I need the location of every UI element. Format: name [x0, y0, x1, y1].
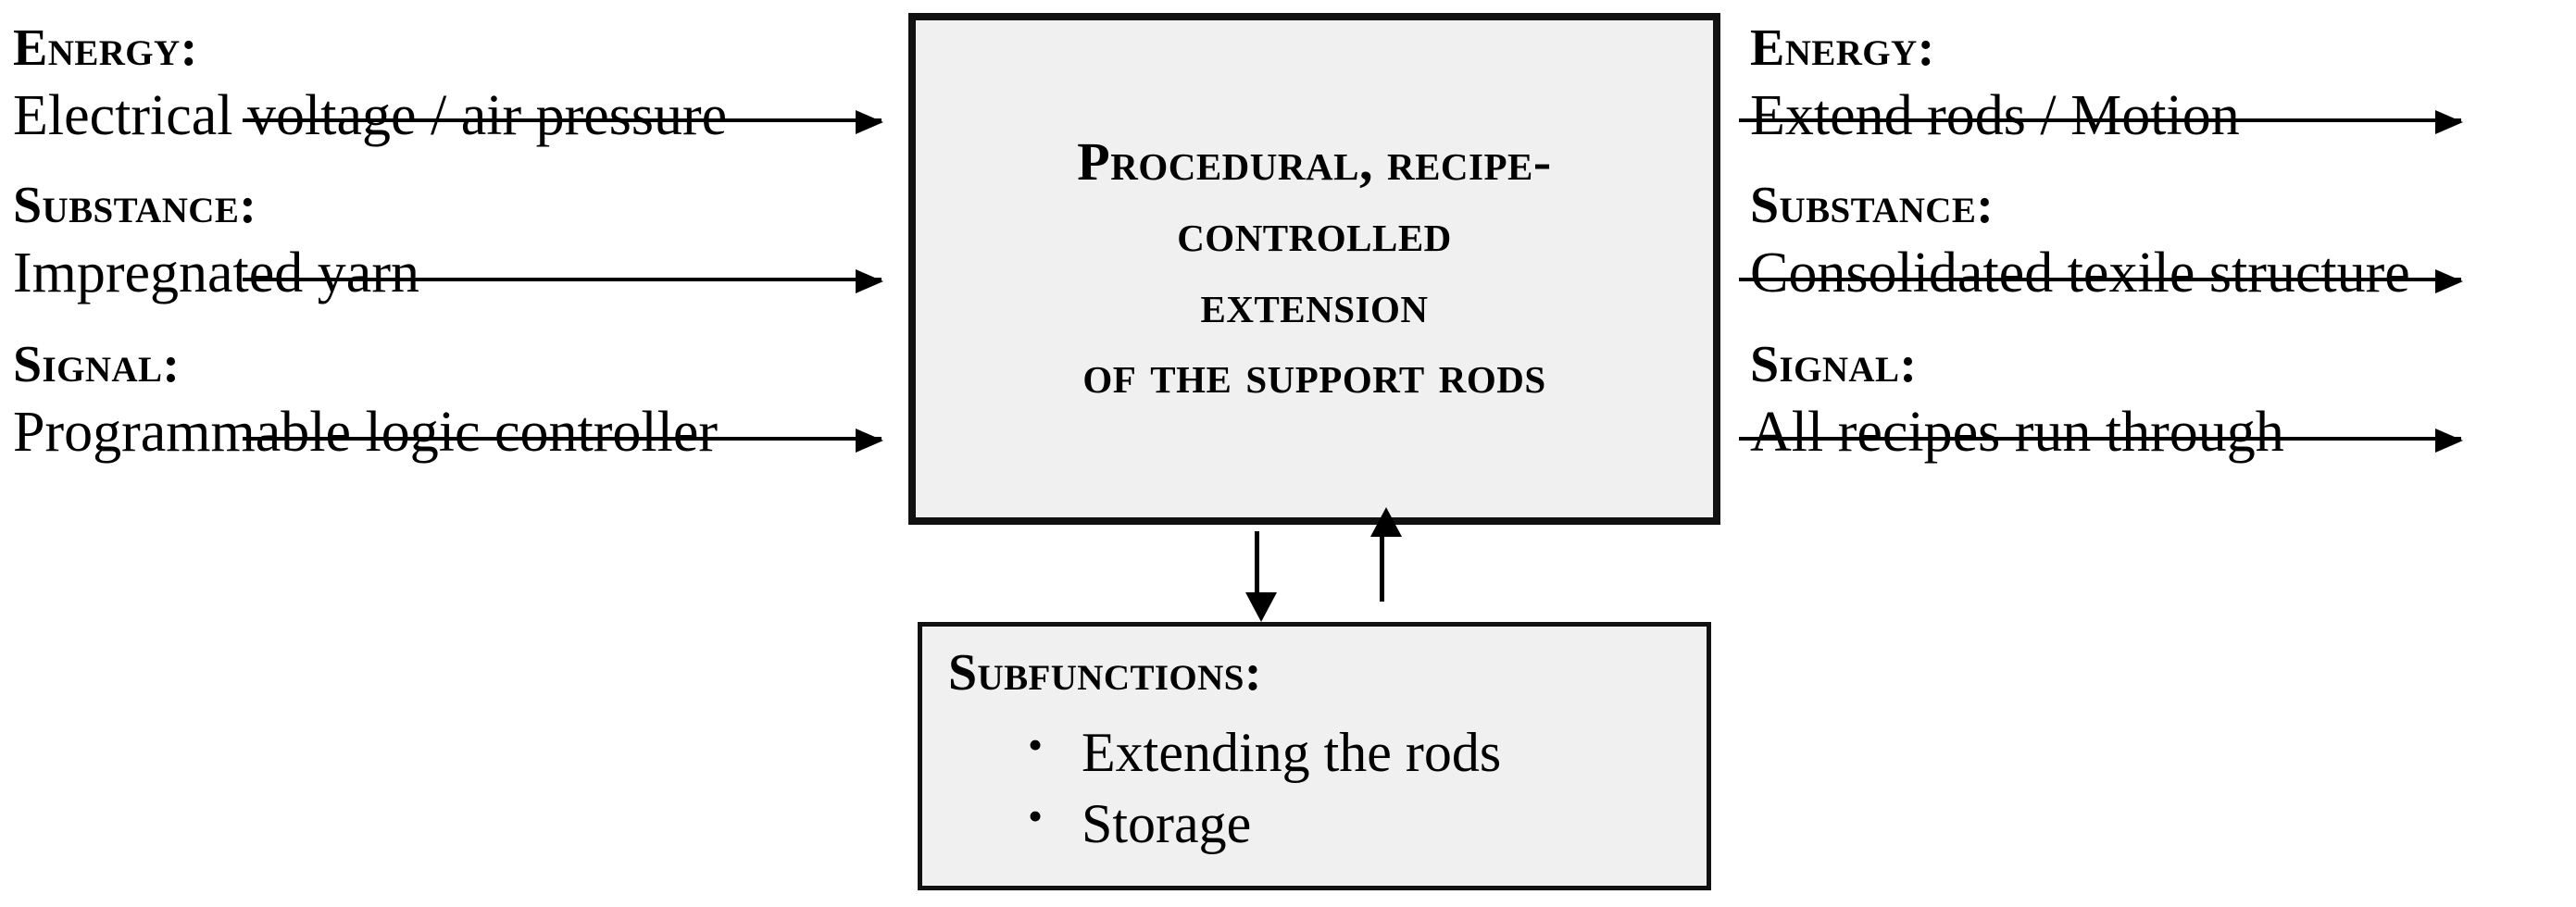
input-energy-arrow: [243, 110, 883, 134]
subfunctions-title: Subfunctions:: [948, 644, 1262, 702]
output-energy-title: Energy:: [1750, 19, 1935, 77]
main-box-line-4: of the support rods: [1082, 344, 1546, 405]
main-function-box-text: Procedural, recipe- controlled extension…: [1045, 127, 1582, 410]
subfunctions-list-item: Extending the rods: [1028, 715, 1707, 789]
input-signal-value: Programmable logic controller: [13, 401, 718, 464]
main-box-line-3: extension: [1200, 273, 1429, 334]
main-box-line-1: Procedural, recipe-: [1077, 131, 1552, 193]
output-energy-arrow: [1739, 110, 2463, 134]
main-function-box: Procedural, recipe- controlled extension…: [908, 13, 1720, 525]
output-signal-value: All recipes run through: [1750, 401, 2284, 464]
input-substance-value: Impregnated yarn: [13, 242, 419, 304]
input-flow-signal: Signal: Programmable logic controller: [13, 339, 718, 461]
output-substance-arrow: [1739, 269, 2463, 293]
subfunctions-list: Extending the rods Storage: [948, 715, 1707, 860]
main-box-line-2: controlled: [1177, 202, 1452, 263]
input-signal-arrow: [243, 429, 883, 453]
input-substance-arrow: [243, 269, 883, 293]
subfunctions-list-item: Storage: [1028, 787, 1707, 860]
output-signal-title: Signal:: [1750, 336, 1918, 393]
input-signal-title: Signal:: [13, 336, 181, 393]
subfunctions-box: Subfunctions: Extending the rods Storage: [918, 622, 1711, 890]
output-flow-substance: Substance: Consolidated texile structure: [1750, 180, 2410, 302]
arrow-down-to-subfunctions-icon: [1245, 531, 1277, 622]
output-substance-value: Consolidated texile structure: [1750, 242, 2410, 304]
output-flow-energy: Energy: Extend rods / Motion: [1750, 22, 2240, 144]
output-signal-arrow: [1739, 429, 2463, 453]
input-energy-value: Electrical voltage / air pressure: [13, 84, 728, 147]
output-energy-value: Extend rods / Motion: [1750, 84, 2240, 147]
arrow-up-from-subfunctions-icon: [1370, 507, 1402, 602]
output-substance-title: Substance:: [1750, 177, 1995, 234]
input-flow-energy: Energy: Electrical voltage / air pressur…: [13, 22, 727, 144]
input-flow-substance: Substance: Impregnated yarn: [13, 180, 419, 302]
input-energy-title: Energy:: [13, 19, 198, 77]
input-substance-title: Substance:: [13, 177, 257, 234]
output-flow-signal: Signal: All recipes run through: [1750, 339, 2284, 461]
